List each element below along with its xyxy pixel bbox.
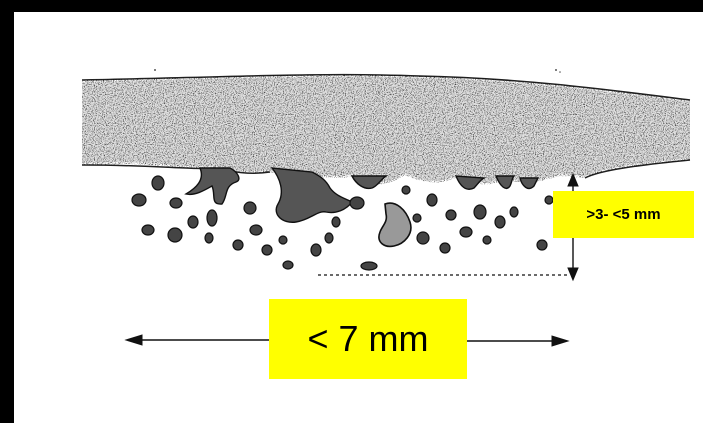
depth-label: >3- <5 mm xyxy=(553,191,694,238)
width-label: < 7 mm xyxy=(269,299,467,379)
depth-indicator xyxy=(318,174,578,280)
central-tumor-nest xyxy=(379,203,411,246)
